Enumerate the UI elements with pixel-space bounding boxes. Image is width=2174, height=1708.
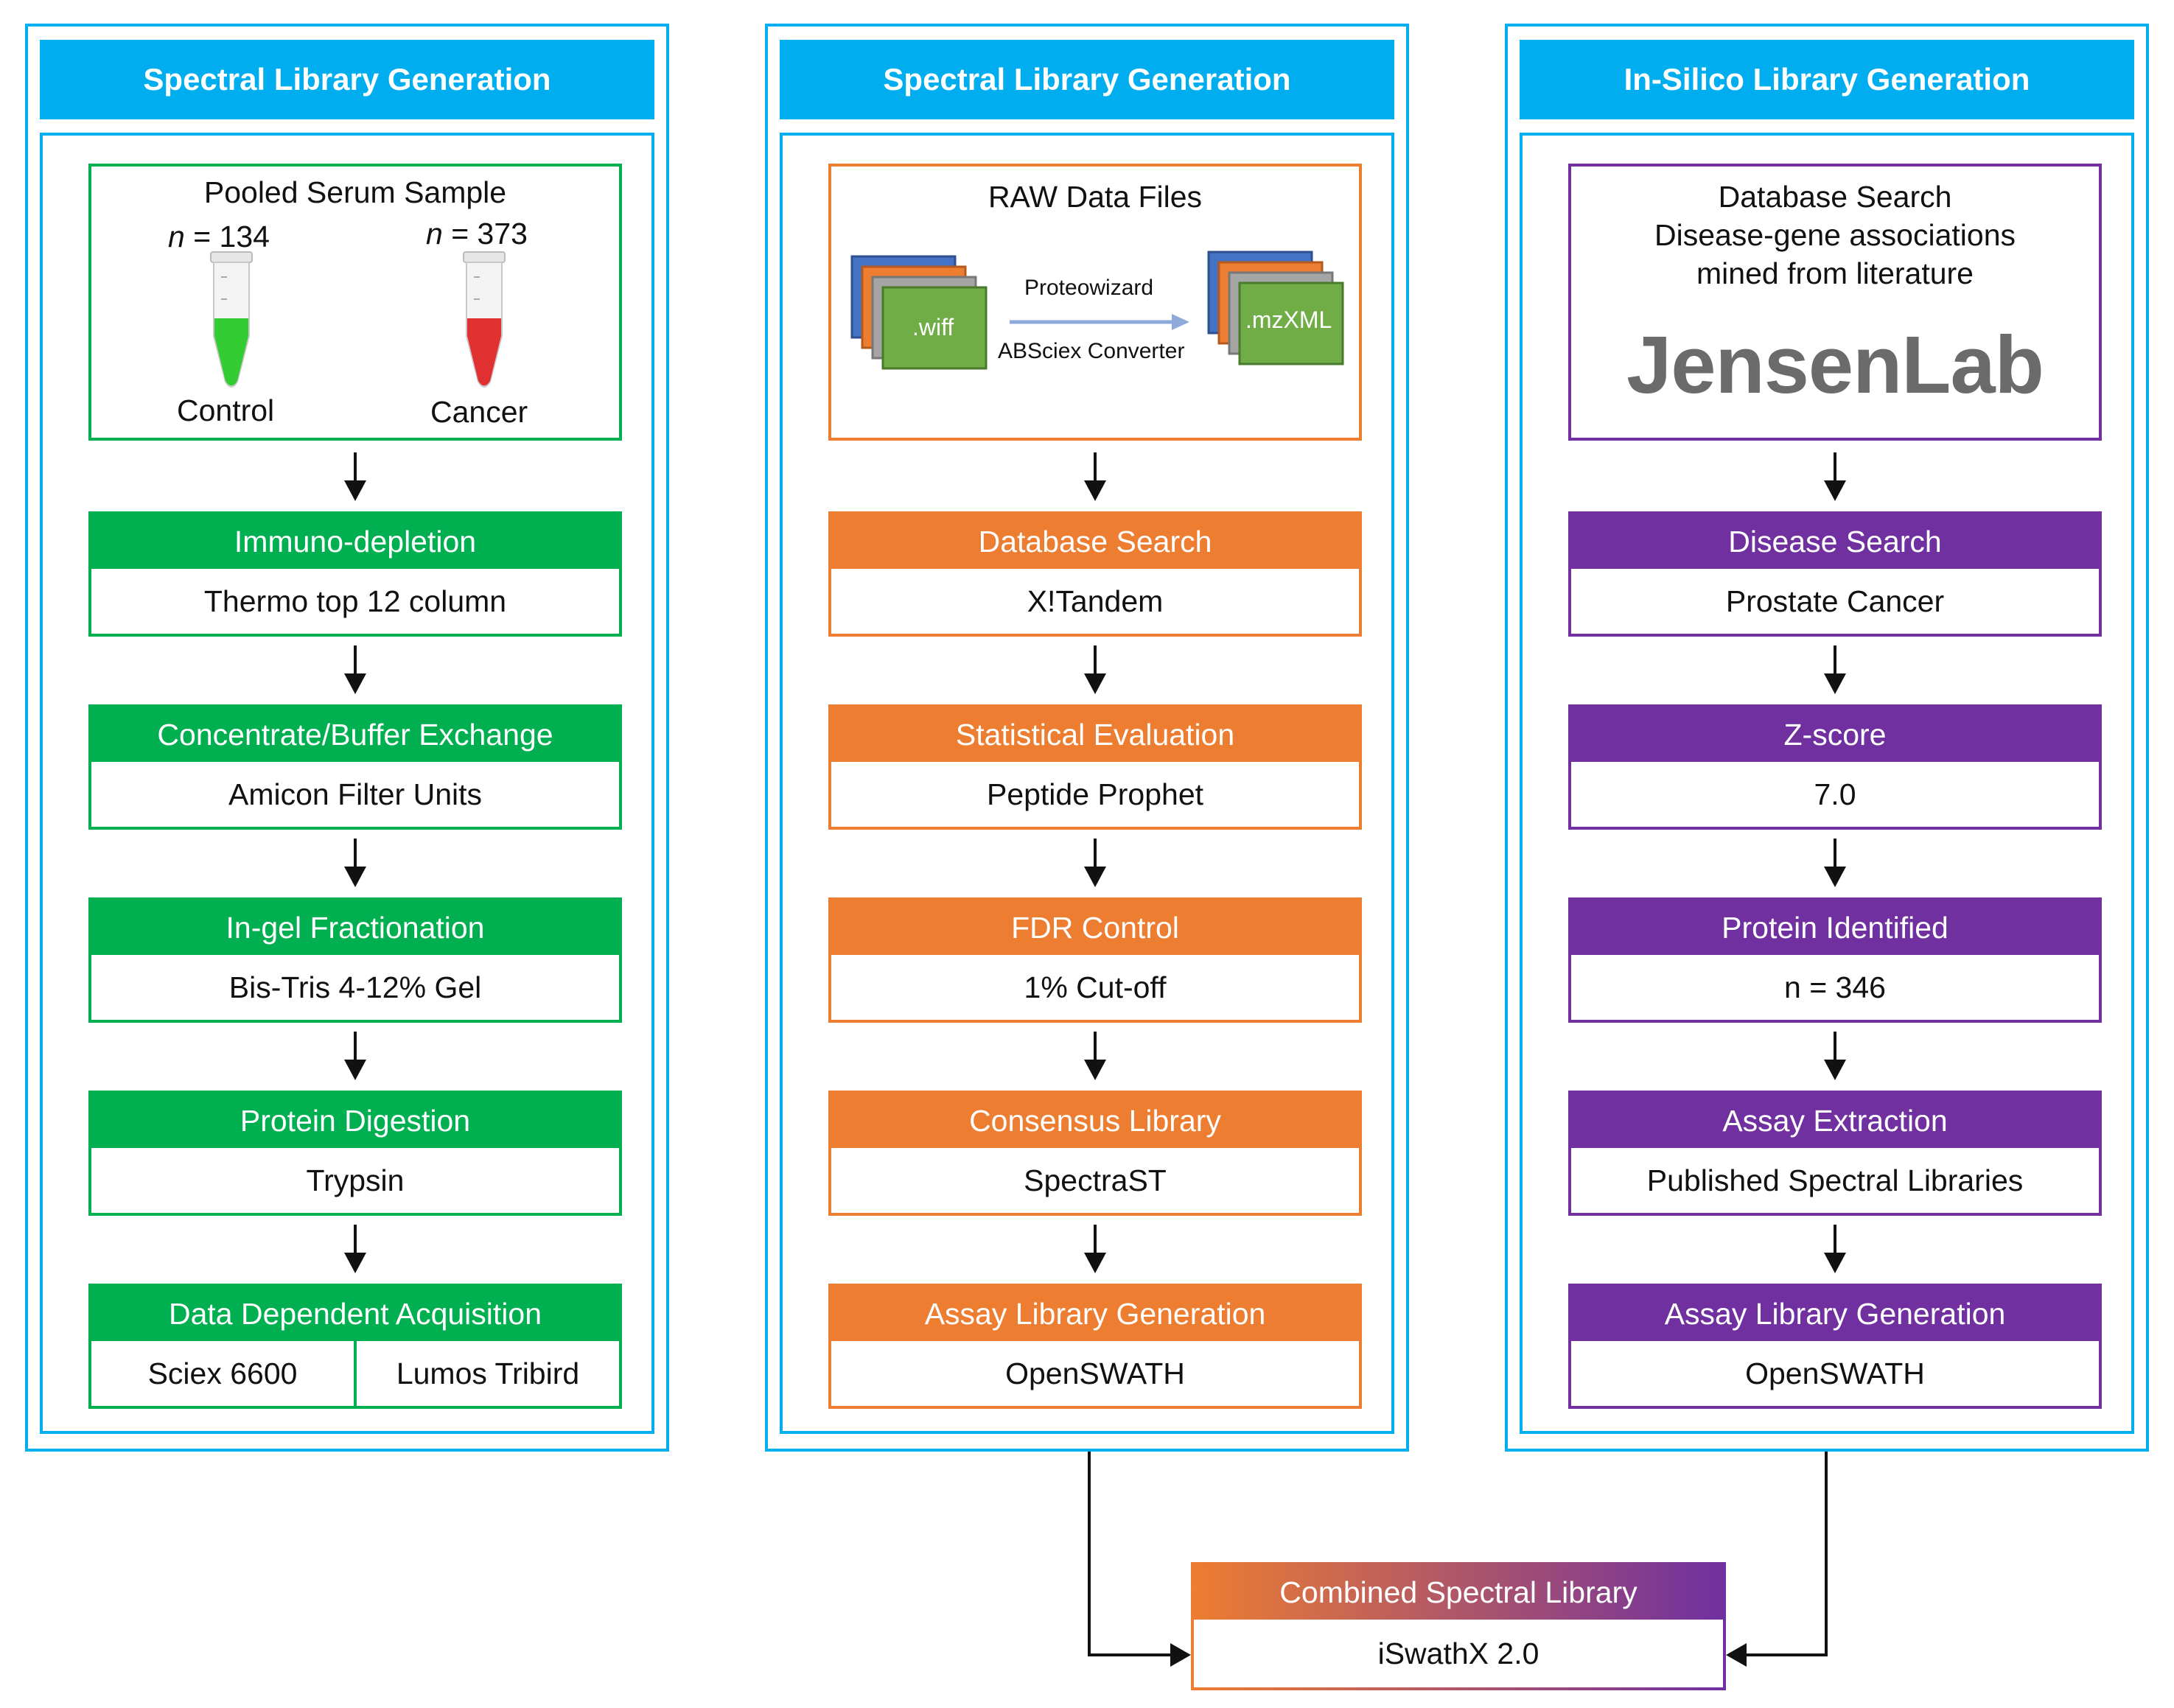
step-detail: n = 346 xyxy=(1784,970,1886,1004)
column-body: Pooled Serum Sample n = 134 n = 373 Cont… xyxy=(40,133,654,1434)
file-in-label: .wiff xyxy=(912,314,954,340)
step-title: Statistical Evaluation xyxy=(831,707,1359,762)
step-detail: Bis-Tris 4-12% Gel xyxy=(228,970,482,1004)
column-spectral-library-2: Spectral Library Generation RAW Data Fil… xyxy=(765,24,1409,1452)
step-disease-search: Disease Search Prostate Cancer xyxy=(1568,511,2102,637)
step-assay-library-generation: Assay Library Generation OpenSWATH xyxy=(828,1284,1362,1409)
tool-proteowizard: Proteowizard xyxy=(1024,276,1154,300)
step-detail: SpectraST xyxy=(1024,1163,1167,1197)
raw-data-files-box: RAW Data Files .wiff Proteowizard ABScie… xyxy=(828,164,1362,441)
cancer-count: n = 373 xyxy=(426,217,528,251)
step-detail: OpenSWATH xyxy=(1745,1356,1925,1390)
cancer-tube-icon xyxy=(463,251,506,388)
step-detail: Thermo top 12 column xyxy=(203,584,507,618)
step-title: Assay Library Generation xyxy=(1571,1287,2099,1341)
step-detail: Peptide Prophet xyxy=(986,777,1204,811)
column-spectral-library-1: Spectral Library Generation Pooled Serum… xyxy=(25,24,669,1452)
column-body: Database Search Disease-gene association… xyxy=(1520,133,2134,1434)
control-label: Control xyxy=(177,393,275,427)
step-data-dependent-acquisition: Data Dependent Acquisition Sciex 6600 Lu… xyxy=(88,1284,622,1409)
control-tube-icon xyxy=(210,251,253,388)
step-statistical-evaluation: Statistical Evaluation Peptide Prophet xyxy=(828,704,1362,830)
step-database-search: Database Search X!Tandem xyxy=(828,511,1362,637)
instrument-sciex: Sciex 6600 xyxy=(147,1356,298,1390)
mzxml-files-icon xyxy=(1207,251,1344,365)
combined-title: Combined Spectral Library xyxy=(1194,1565,1723,1620)
step-detail: Amicon Filter Units xyxy=(228,777,482,811)
step-title: Protein Digestion xyxy=(91,1093,619,1148)
step-title: Disease Search xyxy=(1571,514,2099,569)
step-protein-digestion: Protein Digestion Trypsin xyxy=(88,1091,622,1216)
step-title: Data Dependent Acquisition xyxy=(91,1287,619,1341)
step-title: In-gel Fractionation xyxy=(91,900,619,955)
file-out-label: .mzXML xyxy=(1245,307,1332,333)
step-title: Assay Extraction xyxy=(1571,1093,2099,1148)
control-count: n = 134 xyxy=(168,220,270,253)
step-fdr-control: FDR Control 1% Cut-off xyxy=(828,897,1362,1023)
step-detail: X!Tandem xyxy=(1027,584,1164,618)
step-title: Assay Library Generation xyxy=(831,1287,1359,1341)
sample-title: Pooled Serum Sample xyxy=(203,175,507,209)
step-title: Immuno-depletion xyxy=(91,514,619,569)
step-detail: OpenSWATH xyxy=(1005,1356,1185,1390)
step-title: Database Search xyxy=(831,514,1359,569)
step-protein-identified: Protein Identified n = 346 xyxy=(1568,897,2102,1023)
step-title: Protein Identified xyxy=(1571,900,2099,955)
step-title: FDR Control xyxy=(831,900,1359,955)
step-detail: Trypsin xyxy=(306,1163,405,1197)
column-header: In-Silico Library Generation xyxy=(1520,40,2134,119)
raw-files-title: RAW Data Files xyxy=(988,180,1203,214)
step-title: Concentrate/Buffer Exchange xyxy=(91,707,619,762)
instrument-lumos: Lumos Tribird xyxy=(354,1341,619,1406)
step-title: Consensus Library xyxy=(831,1093,1359,1148)
step-detail: Sciex 6600 Lumos Tribird xyxy=(91,1341,619,1406)
column-header: Spectral Library Generation xyxy=(780,40,1394,119)
tool-absciex-converter: ABSciex Converter xyxy=(998,339,1185,363)
step-detail: Prostate Cancer xyxy=(1725,584,1945,618)
step-detail: 1% Cut-off xyxy=(1024,970,1167,1004)
column-header: Spectral Library Generation xyxy=(40,40,654,119)
jensenlab-logo: JensenLab xyxy=(1626,320,2044,410)
step-detail: 7.0 xyxy=(1814,777,1856,811)
column-body: RAW Data Files .wiff Proteowizard ABScie… xyxy=(780,133,1394,1434)
pooled-serum-sample-box: Pooled Serum Sample n = 134 n = 373 Cont… xyxy=(88,164,622,441)
step-concentrate-buffer-exchange: Concentrate/Buffer Exchange Amicon Filte… xyxy=(88,704,622,830)
step-immuno-depletion: Immuno-depletion Thermo top 12 column xyxy=(88,511,622,637)
conversion-arrow-icon xyxy=(1010,314,1189,330)
column-in-silico-library: In-Silico Library Generation Database Se… xyxy=(1505,24,2149,1452)
db-line-2: Disease-gene associations xyxy=(1654,218,2016,252)
step-assay-extraction: Assay Extraction Published Spectral Libr… xyxy=(1568,1091,2102,1216)
step-detail: Published Spectral Libraries xyxy=(1646,1163,2024,1197)
db-line-1: Database Search xyxy=(1718,180,1952,214)
step-title: Z-score xyxy=(1571,707,2099,762)
database-search-box: Database Search Disease-gene association… xyxy=(1568,164,2102,441)
cancer-label: Cancer xyxy=(430,395,528,429)
wiff-files-icon xyxy=(850,255,988,370)
step-consensus-library: Consensus Library SpectraST xyxy=(828,1091,1362,1216)
step-z-score: Z-score 7.0 xyxy=(1568,704,2102,830)
step-assay-library-generation: Assay Library Generation OpenSWATH xyxy=(1568,1284,2102,1409)
combined-detail: iSwathX 2.0 xyxy=(1377,1636,1539,1670)
step-in-gel-fractionation: In-gel Fractionation Bis-Tris 4-12% Gel xyxy=(88,897,622,1023)
combined-spectral-library: Combined Spectral Library iSwathX 2.0 xyxy=(1191,1562,1726,1690)
db-line-3: mined from literature xyxy=(1696,256,1974,290)
